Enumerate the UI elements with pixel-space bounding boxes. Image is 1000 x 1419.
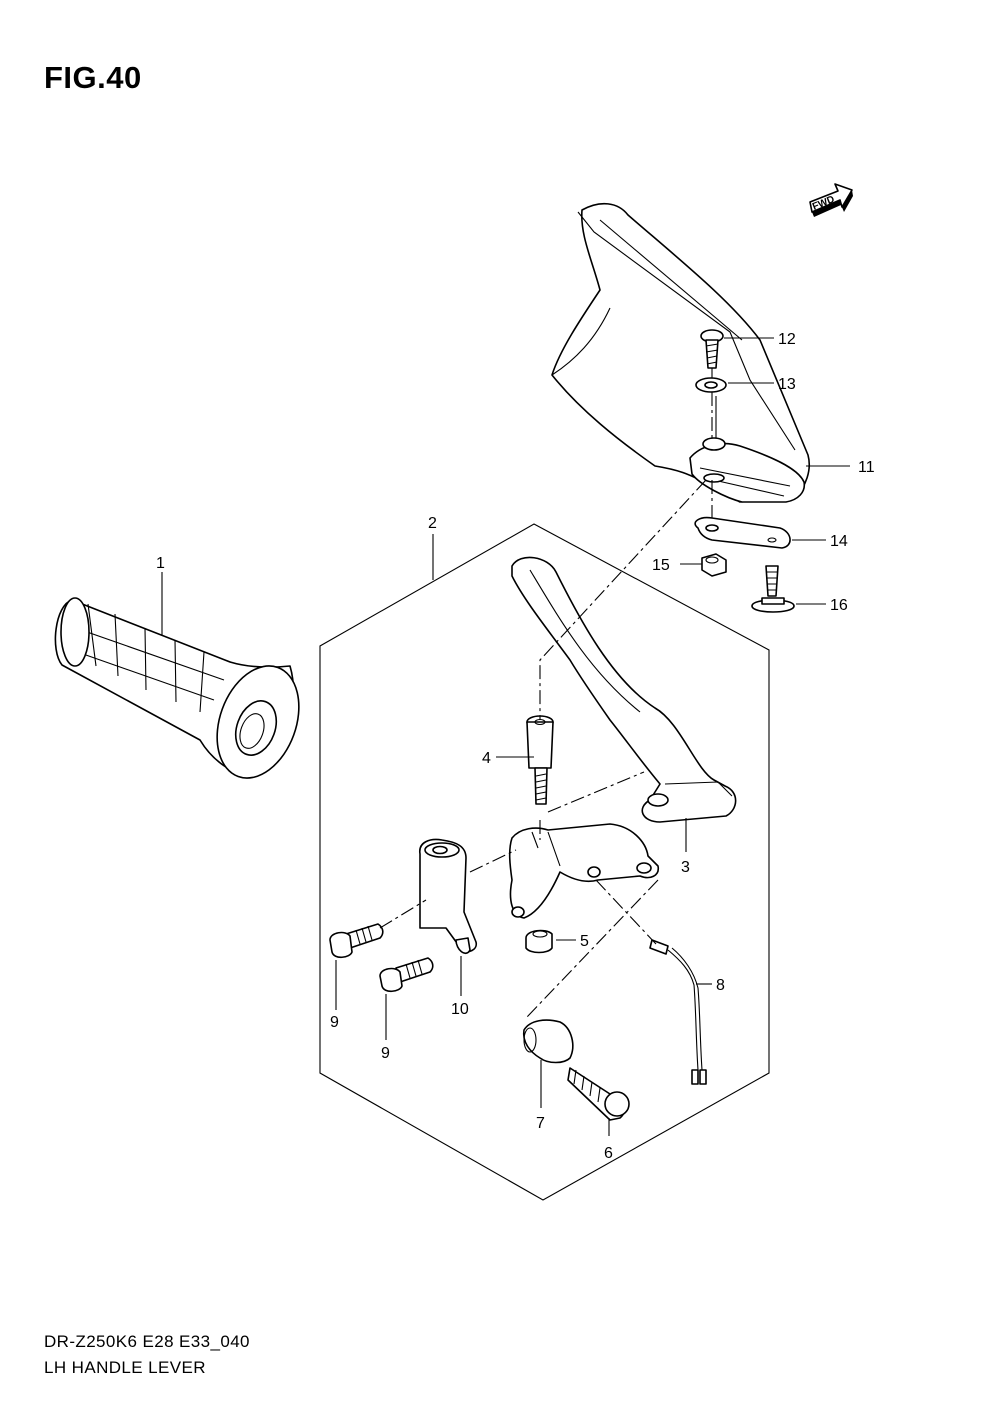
clutch-switch-8 (649, 939, 707, 1085)
alignment-line-guard-to-pivot (539, 479, 707, 720)
callout-10: 10 (451, 1001, 469, 1018)
callout-5: 5 (580, 933, 589, 950)
adjuster-nut-7 (522, 1019, 574, 1064)
callout-13: 13 (778, 376, 796, 393)
callout-9a: 9 (330, 1014, 339, 1031)
nut-5 (525, 929, 553, 954)
callout-1: 1 (156, 555, 165, 572)
callout-16: 16 (830, 597, 848, 614)
alignment-line-holder-to-switch (595, 879, 657, 945)
clutch-lever-3 (511, 556, 737, 823)
pivot-bolt-4 (526, 715, 554, 805)
nut-15 (701, 553, 727, 577)
alignment-line-bolt-to-clamp (379, 899, 427, 929)
callout-15: 15 (652, 557, 670, 574)
model-code: DR-Z250K6 E28 E33_040 (44, 1332, 250, 1351)
bracket-plate-14 (694, 516, 791, 549)
callout-8: 8 (716, 977, 725, 994)
clamp-bolt-9-upper (329, 923, 384, 959)
figure-title: FIG.40 (44, 60, 142, 95)
cable-adjuster-6 (567, 1067, 630, 1121)
perch-clamp-10 (419, 838, 478, 955)
callout-3: 3 (681, 859, 690, 876)
forward-direction-badge: FWD (809, 183, 853, 217)
callout-2: 2 (428, 515, 437, 532)
callout-6: 6 (604, 1145, 613, 1162)
section-name: LH HANDLE LEVER (44, 1358, 206, 1377)
alignment-line-clamp-to-holder (469, 849, 517, 873)
callout-12: 12 (778, 331, 796, 348)
lever-holder (508, 823, 660, 919)
alignment-line-holder-to-adjuster (525, 879, 659, 1019)
alignment-line-pivot-to-lever (539, 771, 645, 840)
callout-9b: 9 (381, 1045, 390, 1062)
washer-13 (695, 377, 727, 451)
callout-11: 11 (858, 459, 875, 476)
callout-7: 7 (536, 1115, 545, 1132)
hand-guard (551, 202, 811, 503)
lever-assembly-boundary (319, 523, 770, 1201)
clamp-bolt-9-lower (379, 957, 434, 993)
bolt-16 (751, 565, 795, 613)
callout-14: 14 (830, 533, 848, 550)
screw-12 (700, 329, 724, 369)
callout-4: 4 (482, 750, 491, 767)
handlebar-grip (54, 597, 300, 779)
